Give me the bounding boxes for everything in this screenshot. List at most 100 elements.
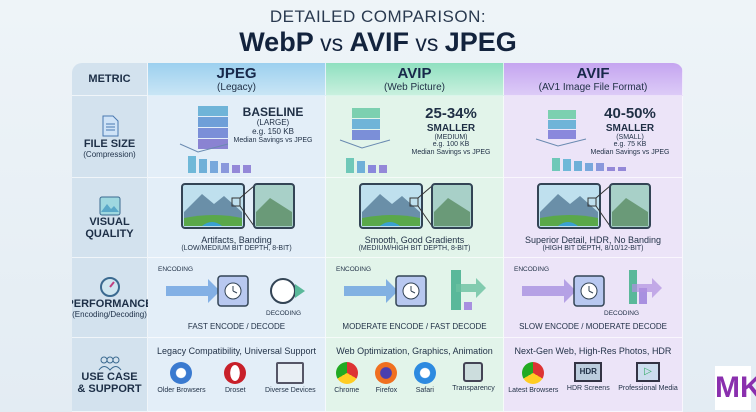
gauge-icon [99,277,120,297]
transparency-icon [463,362,484,382]
encoding-label: ENCODING [514,266,550,273]
item-label: Transparency [452,385,495,392]
mk-logo: MK [715,366,756,410]
performance-caption: SLOW ENCODE / MODERATE DECODE [519,322,667,331]
col-name: AVIP [397,65,432,82]
encoding-label: ENCODING [158,266,194,273]
metric-label: USE CASE [81,370,138,383]
size-class: (MEDIUM) [434,133,468,141]
image-icon [99,196,120,215]
metric-file-size: FILE SIZE(Compression) [72,96,148,178]
size-class: (LARGE) [256,118,290,128]
size-headline: BASELINE [242,105,304,119]
droset: Droset [224,362,247,394]
transparency: Transparency [452,362,495,394]
title-webp: WebP [239,27,314,57]
server-stack-icon [339,108,391,149]
encode-decode-diagram [514,264,674,319]
size-bar-chart [552,158,626,171]
older-browsers: Older Browsers [157,362,206,394]
encoding-label: ENCODING [336,266,372,273]
size-example: e.g. 100 KB [432,141,470,149]
use-case-caption: Next-Gen Web, High-Res Photos, HDR [514,346,672,356]
item-label: Older Browsers [157,387,206,394]
vs: vs [313,30,350,56]
hdr-monitor-icon: HDR [574,362,603,382]
metric-performance: PERFORMANCE(Encoding/Decoding) [72,258,153,338]
metric-sub: (Compression) [83,150,136,159]
diverse-devices: Diverse Devices [265,362,316,394]
browser-icon [170,362,193,384]
landscape-image [181,183,245,229]
jpeg-use-case: Legacy Compatibility, Universal Support … [148,338,326,412]
firefox: Firefox [375,362,398,394]
landscape-image [359,183,423,229]
quality-caption: Superior Detail, HDR, No Banding(HIGH BI… [504,235,682,252]
avip-visual: Smooth, Good Gradients(MEDIUM/HIGH BIT D… [326,178,504,258]
title-jpeg: JPEG [444,27,517,57]
item-label: Professional Media [618,385,678,392]
quality-text: Artifacts, Banding [201,235,272,245]
metric-header: METRIC [72,63,148,96]
size-class: (SMALL) [616,133,644,141]
subtitle: DETAILED COMPARISON: [269,7,487,26]
metric-label-2: QUALITY [85,227,134,240]
zoomed-detail [431,183,473,229]
col-name: JPEG [216,65,257,82]
use-case-caption: Web Optimization, Graphics, Animation [336,346,493,356]
opera-icon [224,362,247,384]
quality-text: Superior Detail, HDR, No Banding [524,235,662,245]
encode-decode-diagram [158,264,318,319]
metric-label: PERFORMANCE [72,298,153,310]
size-bar-chart [188,156,251,173]
landscape-image [537,183,601,229]
zoomed-detail [253,183,295,229]
decoding-label: DECODING [266,310,302,317]
firefox-icon [375,362,398,384]
safari-icon [413,362,436,384]
col-name: AVIF [576,65,610,82]
chrome-icon [335,362,358,384]
item-label: Chrome [334,387,360,394]
document-icon [102,115,118,137]
col-sub: (AV1 Image File Format) [538,82,648,93]
item-label: Firefox [375,387,398,394]
zoomed-detail [609,183,651,229]
avif-header: AVIF(AV1 Image File Format) [504,63,683,96]
item-label: HDR Screens [566,385,610,392]
size-example: e.g. 150 KB [252,126,294,136]
quality-caption: Smooth, Good Gradients(MEDIUM/HIGH BIT D… [326,235,503,252]
chrome-icon [522,362,545,384]
metric-sub: (Encoding/Decoding) [72,310,147,319]
use-case-caption: Legacy Compatibility, Universal Support [157,346,316,356]
safari: Safari [413,362,436,394]
quality-sub: (HIGH BIT DEPTH, 8/10/12-BIT) [542,245,644,252]
devices-icon [276,362,305,384]
metric-use-case: USE CASE& SUPPORT [72,338,148,412]
users-icon [98,356,121,371]
quality-sub: (LOW/MEDIUM BIT DEPTH, 8-BIT) [181,245,292,252]
col-sub: (Legacy) [217,82,256,93]
media-player-icon: ▷ [635,362,660,382]
metric-label: FILE SIZE [83,138,136,150]
landscape-comparison [518,182,668,235]
size-bar-chart [346,158,387,173]
item-label: Safari [415,387,434,394]
landscape-comparison [162,182,312,235]
hdr-screens: HDR HDR Screens [567,362,610,394]
item-label: Latest Browsers [508,387,559,394]
size-smaller: SMALLER [605,122,655,134]
size-smaller: SMALLER [426,122,476,134]
size-headline: 40-50% [604,105,656,122]
avip-use-case: Web Optimization, Graphics, Animation Ch… [326,338,504,412]
jpeg-header: JPEG(Legacy) [148,63,326,96]
